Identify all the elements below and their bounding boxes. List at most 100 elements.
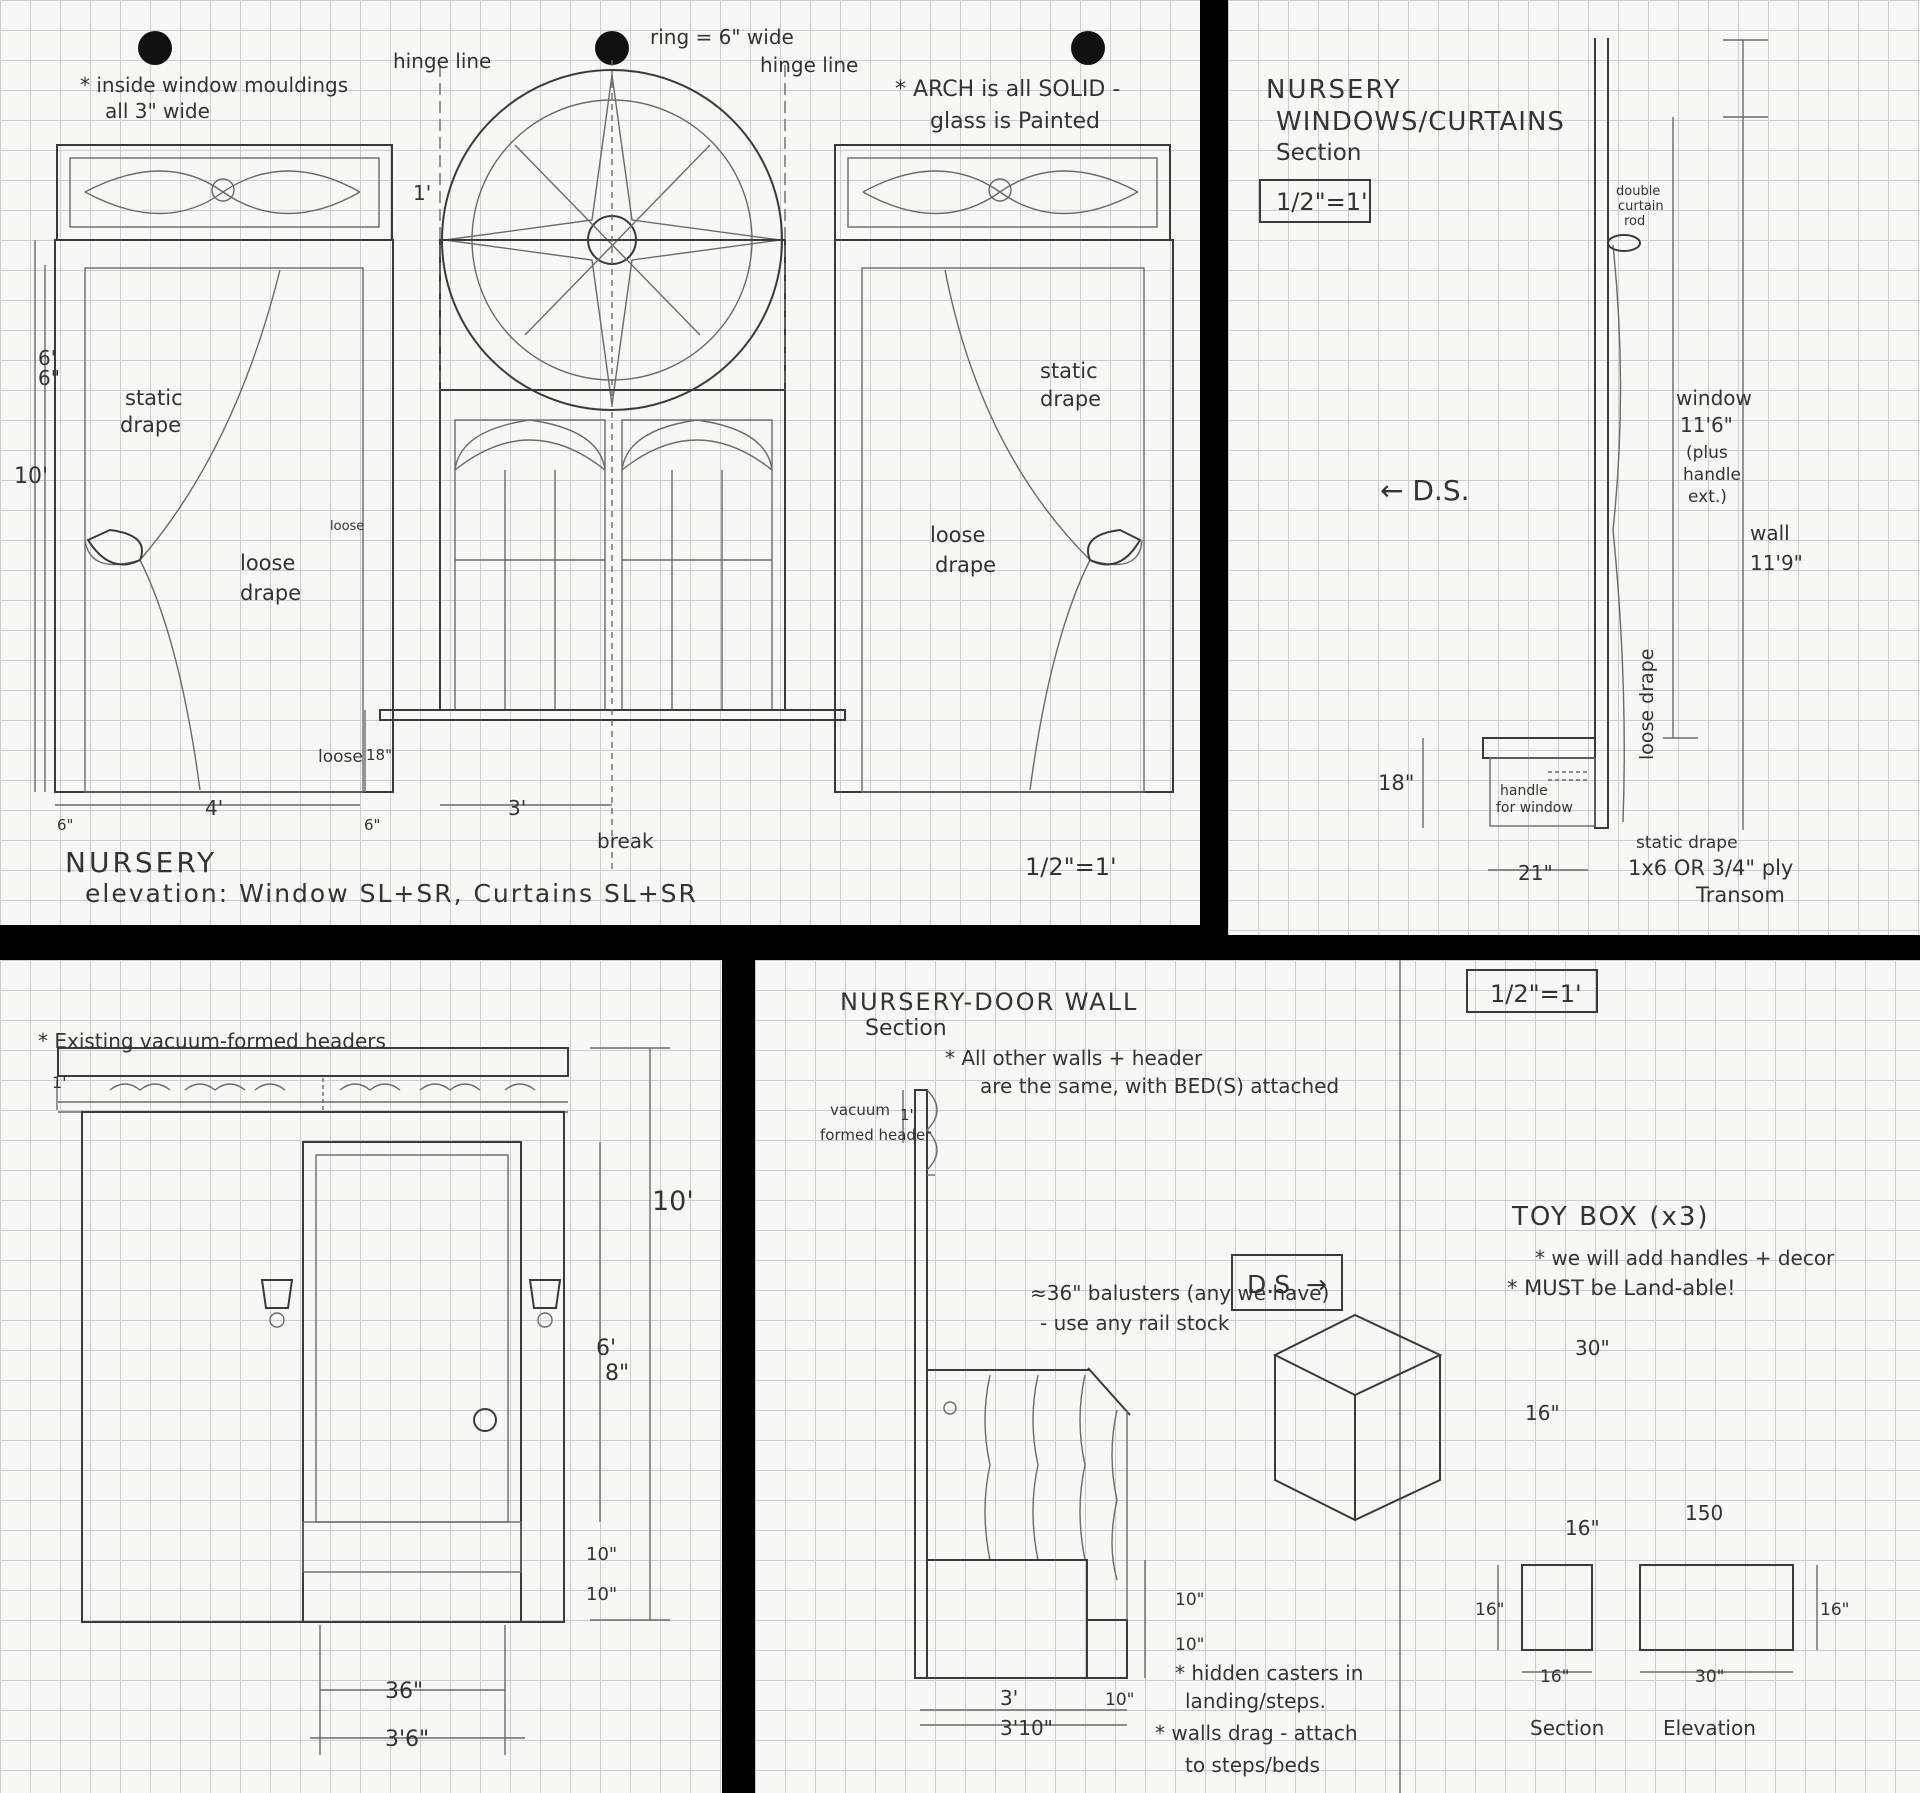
section-dim-10-c: 10" [1105,1690,1134,1710]
section-title-3: Section [1276,140,1361,166]
handle-1: handle [1500,783,1548,799]
section-dim-10-a: 10" [1175,1590,1204,1610]
hinge-line-left: hinge line [393,49,491,73]
loose-drape-label: loose drape [1636,649,1658,760]
window-dim-3: (plus [1686,443,1728,463]
section-dim-3: 3' [1000,1686,1018,1710]
door-dim-36: 36" [385,1679,423,1704]
curtain-rod-3: rod [1624,214,1645,229]
door-section-note-2: are the same, with BED(S) attached [980,1074,1339,1098]
moulding-note-2: all 3" wide [105,99,210,123]
section-dim-18: 18" [1378,771,1414,795]
section-dim-21: 21" [1518,861,1553,885]
dim-6-left: 6" [57,816,73,834]
door-section-dim-1: 1' [900,1106,914,1124]
toybox-section [1521,1564,1593,1651]
section-dim-3-10: 3'10" [1000,1716,1053,1740]
door-dim-10: 10' [652,1186,694,1217]
hinge-line-right: hinge line [760,53,858,77]
window-elevation-drawing: * inside window mouldings all 3" wide hi… [14,25,1174,908]
door-dim-10in-b: 10" [586,1584,617,1605]
break-note: break [597,829,654,853]
toybox-sec-16-w: 16" [1540,1667,1569,1687]
door-section-drawing: NURSERY-DOOR WALL Section * All other wa… [820,960,1849,1793]
balusters-2: - use any rail stock [1040,1311,1230,1335]
loose-drape-left-2: drape [240,581,301,605]
binder-hole [595,31,629,65]
toybox-title: TOY BOX (x3) [1511,1202,1710,1232]
section-scale-box [1466,969,1598,1013]
casters-1: * hidden casters in [1175,1661,1363,1685]
material-1: 1x6 OR 3/4" ply [1628,856,1793,880]
section-dim-10-b: 10" [1175,1635,1204,1655]
binder-hole [1071,31,1105,65]
door-section-scale: 1/2"=1' [1490,980,1582,1008]
binder-hole [138,31,172,65]
door-dim-3-6: 3'6" [385,1727,429,1752]
ring-note: ring = 6" wide [650,25,794,49]
elevation-scale: 1/2"=1' [1025,853,1117,881]
dim-1: 1' [413,181,431,205]
section-scale: 1/2"=1' [1276,188,1368,216]
static-drape-label: static drape [1636,833,1738,853]
toybox-iso-top [1272,1313,1443,1397]
elevation-title-2: elevation: Window SL+SR, Curtains SL+SR [85,879,698,908]
door-section-title-1: NURSERY-DOOR WALL [840,988,1138,1016]
curtain-rod-2: curtain [1618,199,1664,214]
vacuum-1: vacuum [830,1101,890,1119]
door-section-note-1: * All other walls + header [945,1046,1203,1070]
toybox-note-1: * we will add handles + decor [1535,1246,1835,1270]
sheet-door-elevation: * Existing vacuum-formed headers 1' 10' … [0,960,722,1793]
arch-note-2: glass is Painted [930,109,1100,134]
dim-18: 18" [366,746,392,764]
static-drape-left-2: drape [120,413,181,437]
vacuum-2: formed header [820,1126,932,1144]
window-dim-1: window [1676,386,1752,410]
scale-box [1259,179,1371,223]
sheet-window-elevation: * inside window mouldings all 3" wide hi… [0,0,1200,925]
toybox-label-elevation: Elevation [1663,1716,1756,1740]
door-dim-6-8-a: 6' [596,1336,616,1361]
static-drape-left-1: static [125,386,183,410]
section-title-1: NURSERY [1266,75,1402,105]
dim-6-6-a: 6' [38,346,56,370]
window-dim-2: 11'6" [1680,413,1733,437]
door-dim-6-8-b: 8" [605,1361,629,1386]
loose-bottom: loose [318,747,363,767]
loose-drape-right-1: loose [930,523,985,547]
toybox-elevation [1639,1564,1794,1651]
door-dim-10in-a: 10" [586,1544,617,1565]
door-elevation-drawing: * Existing vacuum-formed headers 1' 10' … [38,1029,694,1755]
moulding-note-1: * inside window mouldings [80,73,348,97]
dim-6-right: 6" [364,816,380,834]
window-dim-4: handle [1683,465,1741,485]
sheet-door-section: NURSERY-DOOR WALL Section * All other wa… [755,960,1920,1793]
elevation-title-1: NURSERY [65,846,217,879]
window-dim-5: ext.) [1688,487,1727,507]
door-dim-1: 1' [52,1073,67,1092]
sconce-left [260,1279,294,1309]
static-drape-right-2: drape [1040,387,1101,411]
left-window-frame [54,239,394,793]
sheet-window-section: NURSERY WINDOWS/CURTAINS Section 1/2"=1'… [1228,0,1920,935]
door-section-title-2: Section [865,1016,947,1041]
toybox-iso-16-a: 16" [1525,1401,1560,1425]
toybox-iso-30: 30" [1575,1336,1610,1360]
toybox-elev-30: 30" [1695,1667,1724,1687]
dim-6-6-b: 6" [38,366,60,390]
toybox-note-2: * MUST be Land-able! [1507,1276,1736,1300]
ds-arrow: ← D.S. [1380,474,1470,507]
drag-1: * walls drag - attach [1155,1721,1358,1745]
door-section-ds-arrow: D.S. → [1247,1270,1327,1299]
wall-dim-2: 11'9" [1750,551,1803,575]
section-title-2: WINDOWS/CURTAINS [1276,107,1565,137]
window-section-drawing: NURSERY WINDOWS/CURTAINS Section 1/2"=1'… [1259,38,1803,907]
header-note: * Existing vacuum-formed headers [38,1029,386,1053]
toybox-iso-16-b: 16" [1565,1516,1600,1540]
curtain-rod-1: double [1616,184,1660,199]
sconce-right [528,1279,562,1309]
door-wall [81,1111,565,1623]
static-drape-right-1: static [1040,359,1098,383]
toybox-sec-16-h: 16" [1475,1600,1504,1620]
drag-2: to steps/beds [1185,1753,1320,1777]
